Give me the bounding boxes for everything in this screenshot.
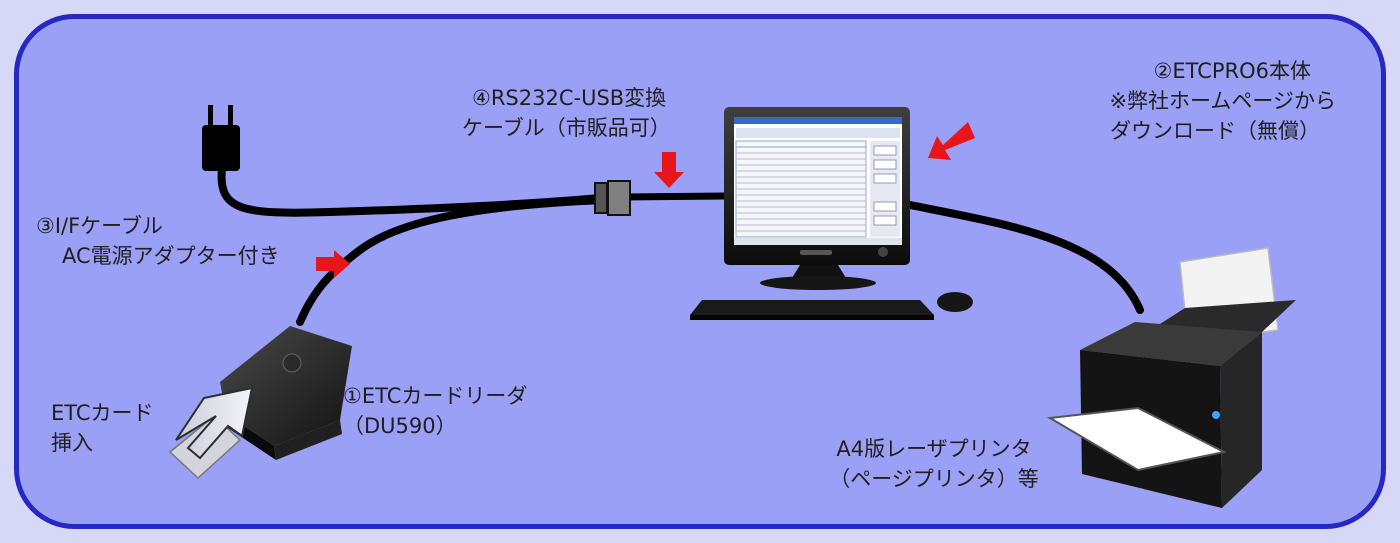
- red-arrow-icon: [654, 152, 684, 188]
- card-reader-label: ①ETCカードリーダ （DU590）: [343, 384, 528, 438]
- etcpro-label: ②ETCPRO6本体 ※弊社ホームページから ダウンロード（無償）: [1109, 59, 1336, 143]
- printer-cable: [906, 201, 1144, 314]
- red-arrow-icon: [316, 250, 350, 278]
- if-cable: [296, 196, 608, 326]
- keyboard-icon: [690, 300, 934, 320]
- laser-printer-icon: [1046, 247, 1296, 508]
- if-cable-label: ③I/Fケーブル AC電源アダプター付き: [36, 214, 280, 268]
- card-insert-arrow-icon: [175, 386, 254, 460]
- pc-monitor-icon: [724, 107, 910, 290]
- usb-cable: [627, 192, 726, 201]
- ac-adapter-plug-icon: [202, 105, 240, 171]
- etc-card-reader-icon: [220, 326, 352, 460]
- red-arrow-icon: [928, 122, 975, 160]
- usb-connector-icon: [594, 180, 631, 216]
- mouse-icon: [937, 292, 973, 312]
- card-insert-label: ETCカード 挿入: [51, 401, 154, 455]
- printer-label: A4版レーザプリンタ （ページプリンタ）等: [829, 437, 1039, 491]
- usb-cable-label: ④RS232C-USB変換 ケーブル（市販品可）: [462, 86, 671, 140]
